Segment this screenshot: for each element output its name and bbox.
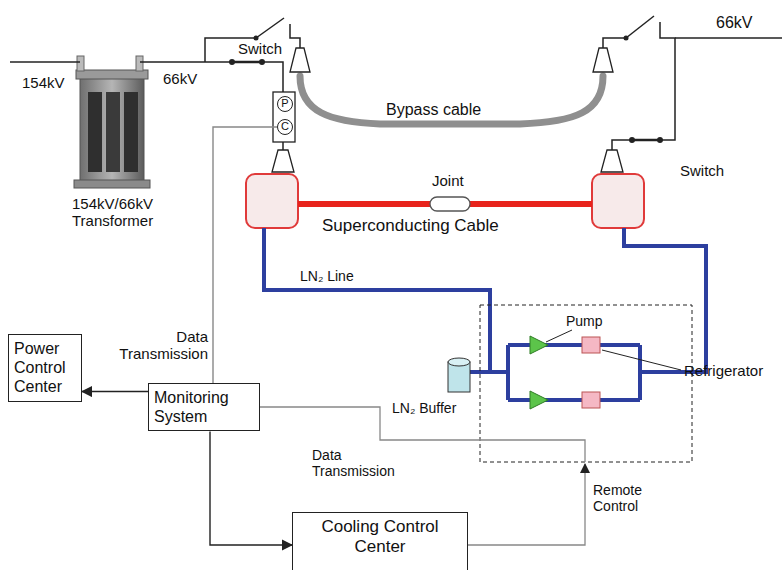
node-text: Monitoring System: [154, 388, 254, 426]
label: Data Transmission: [312, 447, 412, 479]
node-text: Cooling Control Center: [298, 517, 462, 558]
leader-line: [546, 330, 681, 370]
label: 154kV: [22, 74, 65, 91]
node-text: Power Control Center: [14, 339, 76, 397]
ln2-line: [264, 228, 706, 400]
label: Switch: [238, 40, 282, 57]
bypass-cable: [300, 76, 603, 124]
refrigerator-symbol: [582, 337, 600, 408]
node-text: C: [278, 120, 292, 133]
label: 66kV: [163, 70, 197, 87]
label: Refrigerator: [684, 362, 763, 379]
ln2-buffer: [448, 358, 470, 392]
edge-label: Data Transmission: [112, 328, 208, 363]
monitoring-box: Monitoring System: [148, 383, 260, 431]
control-center-box: Cooling Control Center: [292, 512, 468, 570]
control-center-box: Power Control Center: [8, 334, 82, 402]
control-arrow: [210, 431, 292, 545]
label: Switch: [680, 162, 724, 179]
pump-symbol: [530, 336, 548, 409]
sensor-housing: [273, 92, 295, 142]
node-text: P: [278, 97, 292, 110]
cable-terminator: [272, 48, 623, 172]
label: 66kV: [716, 14, 752, 32]
wire: [10, 16, 782, 150]
switch-closed: [632, 139, 660, 142]
label: Bypass cable: [386, 101, 481, 119]
data-line: [213, 127, 277, 383]
sensor-circle: C: [277, 119, 293, 135]
label: Remote Control: [593, 482, 657, 514]
label: LN₂ Buffer: [392, 400, 456, 416]
control-arrow: [82, 391, 148, 392]
switch-closed: [232, 61, 262, 64]
label: 154kV/66kV Transformer: [72, 195, 168, 230]
label: LN₂ Line: [300, 268, 354, 284]
label: Pump: [566, 313, 603, 329]
label: Superconducting Cable: [322, 216, 499, 236]
transformer-symbol: [74, 56, 150, 188]
sensor-circle: P: [277, 96, 293, 112]
cable-joint: [430, 197, 470, 211]
cooling-unit-frame: [480, 305, 692, 462]
switch-contact: [229, 36, 663, 144]
label: Joint: [432, 172, 464, 189]
